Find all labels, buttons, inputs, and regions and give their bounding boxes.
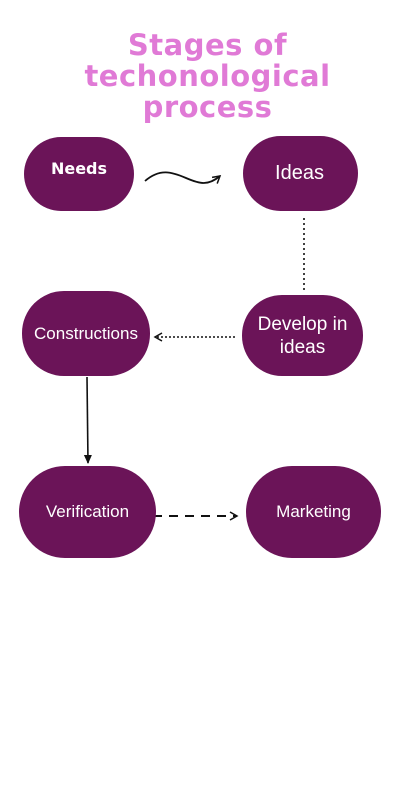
node-constructions-label: Constructions [34,323,138,343]
node-develop-in-ideas: Develop in ideas [242,295,363,376]
node-marketing: Marketing [246,466,381,558]
arrow-constructions-to-verification [83,376,92,464]
node-needs-label: Needs [50,158,108,178]
node-develop-label-line-1: Develop in [257,313,348,335]
diagram-title: Stages of techonological process [40,30,375,123]
title-line-3: process [142,90,273,124]
node-ideas-label: Ideas [275,162,324,184]
node-ideas: Ideas [243,136,358,211]
node-marketing-label: Marketing [276,502,351,521]
title-line-1: Stages of [127,28,288,62]
node-develop-label-line-2: ideas [279,336,326,358]
node-verification: Verification [19,466,156,558]
node-needs: Needs [24,137,134,211]
node-constructions: Constructions [22,291,150,376]
arrow-needs-to-ideas [144,171,222,184]
node-verification-label: Verification [45,502,130,521]
title-line-2: techonological [84,59,331,93]
